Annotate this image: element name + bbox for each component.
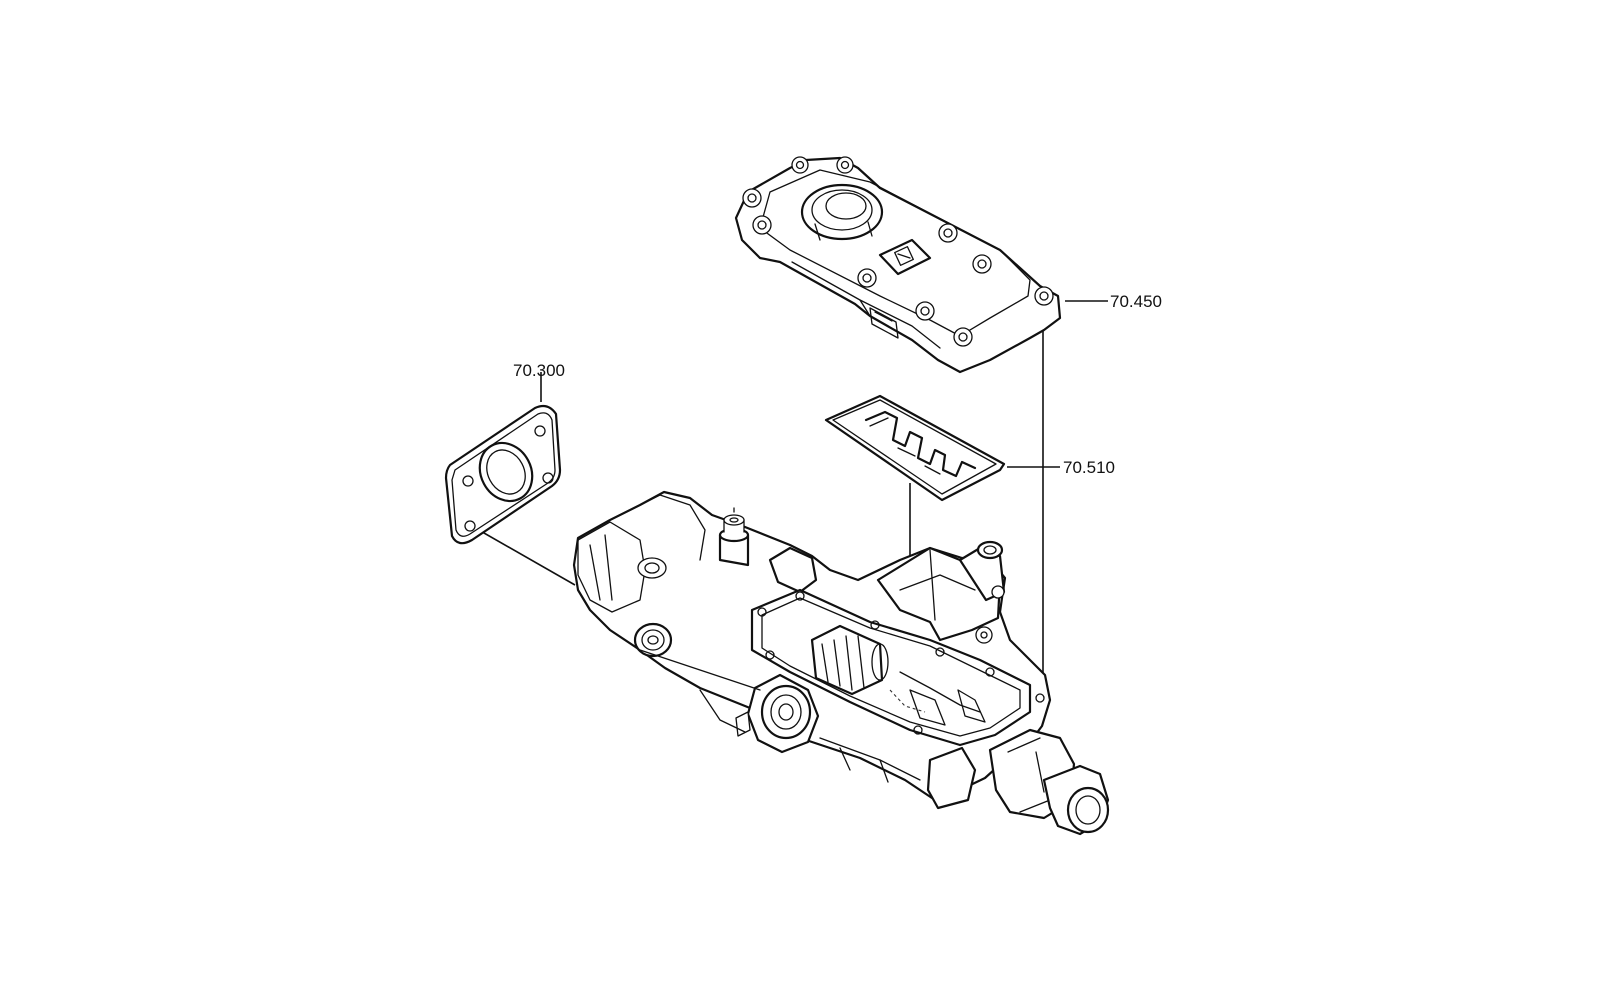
gate-plate-part xyxy=(824,394,1006,502)
callout-gasket: 70.300 xyxy=(513,361,565,380)
shift-cover-part xyxy=(734,156,1062,374)
housing-front-nut xyxy=(735,673,820,754)
cover-logo-plate xyxy=(878,238,932,276)
shift-housing-part xyxy=(572,490,1110,836)
gasket-part xyxy=(444,404,562,545)
housing-right-block xyxy=(876,540,1006,644)
housing-fitting xyxy=(718,507,750,567)
housing-output-shaft xyxy=(988,728,1110,836)
callout-cover: 70.450 xyxy=(1110,292,1162,311)
housing-left-mount xyxy=(633,622,673,658)
housing-internal-rail xyxy=(810,624,889,696)
leader-gasket-to-housing xyxy=(469,524,576,586)
cover-bolt-holes xyxy=(742,156,1054,347)
callout-gate-plate: 70.510 xyxy=(1063,458,1115,477)
cover-breather-dome xyxy=(800,183,884,241)
